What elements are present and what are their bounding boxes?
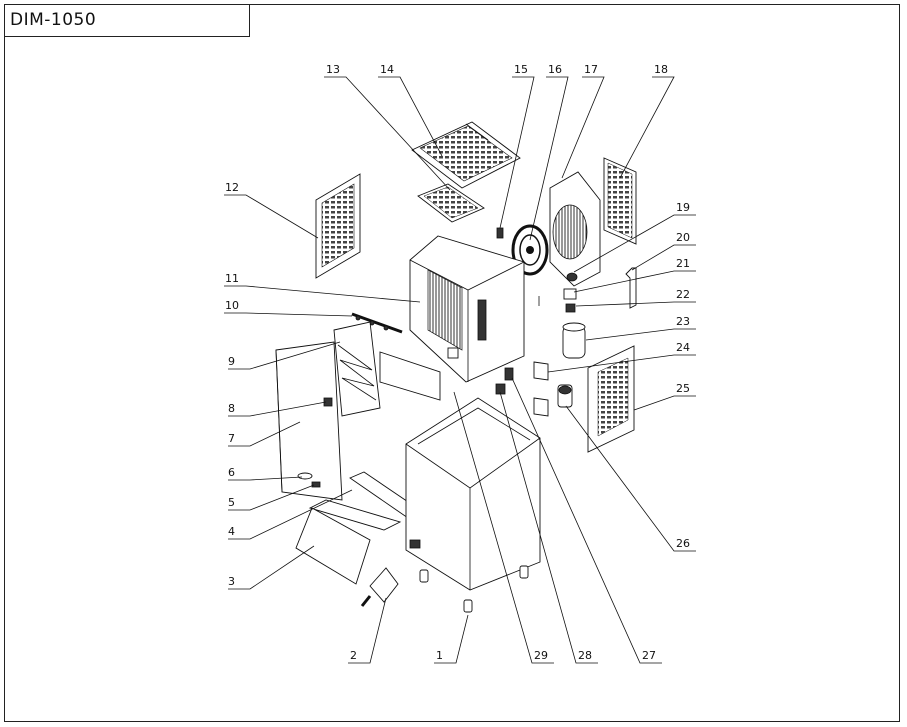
storage-cabinet xyxy=(405,397,541,591)
main-chassis xyxy=(409,235,525,383)
cover-plate xyxy=(533,361,549,381)
part-label: 17 xyxy=(584,63,598,76)
foot xyxy=(419,569,429,583)
part-label: 3 xyxy=(228,575,235,588)
ice-scoop xyxy=(369,567,399,603)
drawing-border xyxy=(4,4,900,722)
part-label: 2 xyxy=(350,649,357,662)
hinge xyxy=(311,481,321,488)
gasket xyxy=(297,472,313,480)
part-label: 16 xyxy=(548,63,562,76)
part-label: 29 xyxy=(534,649,548,662)
evaporator-plate xyxy=(333,321,381,417)
valve xyxy=(496,227,504,239)
capacitor xyxy=(504,367,514,381)
parts-artwork xyxy=(275,121,637,613)
ice-chute xyxy=(308,499,402,531)
part-label: 23 xyxy=(676,315,690,328)
fan-motor xyxy=(566,272,578,282)
part-label: 10 xyxy=(225,299,239,312)
part-label: 4 xyxy=(228,525,235,538)
part-label: 20 xyxy=(676,231,690,244)
pressure-valve xyxy=(565,303,576,313)
part-label: 6 xyxy=(228,466,235,479)
title-block: DIM-1050 xyxy=(4,4,250,37)
part-labels: 12 11 10 9 8 7 6 5 4 3 2 1 29 28 27 26 1… xyxy=(225,63,690,662)
part-label: 27 xyxy=(642,649,656,662)
part-label: 11 xyxy=(225,272,239,285)
part-label: 7 xyxy=(228,432,235,445)
bin-door xyxy=(295,507,371,585)
part-label: 9 xyxy=(228,355,235,368)
part-label: 26 xyxy=(676,537,690,550)
bracket xyxy=(625,267,637,309)
part-label: 21 xyxy=(676,257,690,270)
part-label: 18 xyxy=(654,63,668,76)
part-label: 8 xyxy=(228,402,235,415)
part-label: 24 xyxy=(676,341,690,354)
leader-lines xyxy=(224,76,696,664)
model-title: DIM-1050 xyxy=(10,10,97,30)
part-label: 15 xyxy=(514,63,528,76)
water-tray xyxy=(379,351,441,401)
part-label: 14 xyxy=(380,63,394,76)
part-label: 22 xyxy=(676,288,690,301)
part-label: 25 xyxy=(676,382,690,395)
part-label: 5 xyxy=(228,496,235,509)
part-label: 13 xyxy=(326,63,340,76)
part-label: 28 xyxy=(578,649,592,662)
switch xyxy=(563,288,577,300)
part-label: 1 xyxy=(436,649,443,662)
part-label: 19 xyxy=(676,201,690,214)
part-label: 12 xyxy=(225,181,239,194)
